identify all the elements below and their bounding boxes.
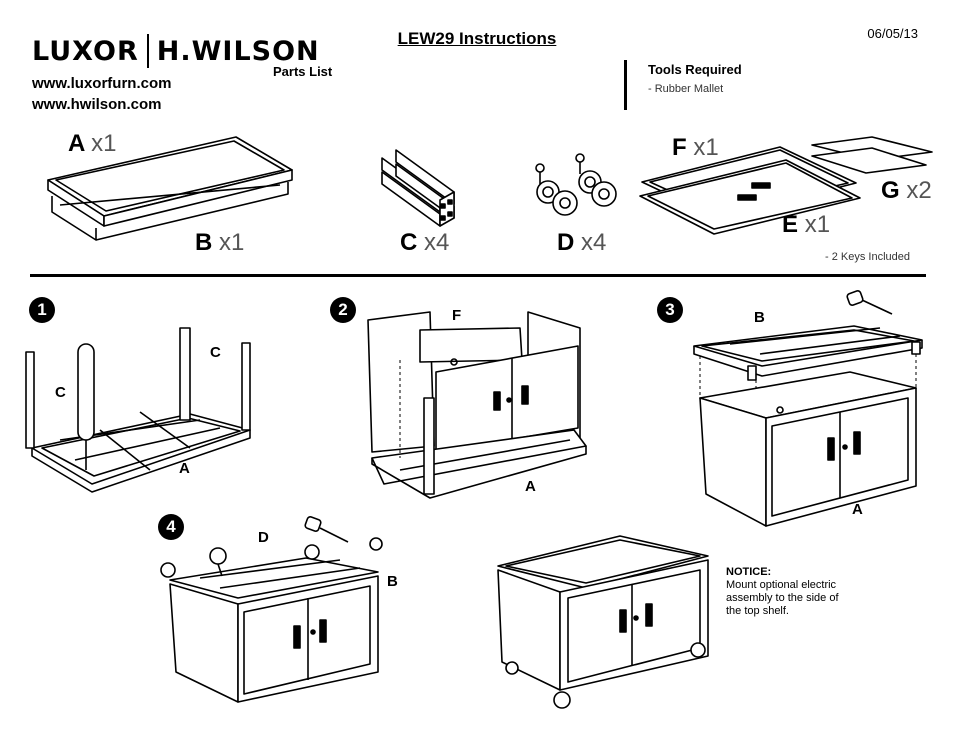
logo-luxor: LUXOR <box>32 35 139 67</box>
tools-heading: Tools Required <box>648 62 742 77</box>
page-title: LEW29 Instructions <box>397 29 557 48</box>
part-label-d: D x4 <box>557 229 606 257</box>
section-divider <box>30 274 926 277</box>
parts-list-heading: Parts List <box>273 64 333 79</box>
step-2-badge: 2 <box>330 297 356 323</box>
part-qty: x1 <box>804 211 831 238</box>
part-label-a: A x1 <box>68 130 116 158</box>
logo-hwilson: H.WILSON <box>156 35 320 67</box>
part-label-c: C x4 <box>400 229 449 257</box>
step-2-label-f: F <box>452 307 462 324</box>
keys-note: - 2 Keys Included <box>825 251 910 263</box>
step-3-label-a: A <box>852 501 863 518</box>
url-luxor[interactable]: www.luxorfurn.com <box>32 75 172 92</box>
part-letter: C <box>400 229 418 256</box>
step-1-label-c: C <box>210 344 221 361</box>
part-qty: x4 <box>581 229 607 256</box>
step-2-label-a: A <box>525 478 536 495</box>
step-1-label-a: A <box>179 460 190 477</box>
part-qty: x1 <box>693 134 719 161</box>
part-label-e: E x1 <box>782 211 830 239</box>
part-label-b: B x1 <box>195 229 244 257</box>
part-letter: A <box>68 130 85 157</box>
tool-item: - Rubber Mallet <box>648 83 724 95</box>
step-3-label-b: B <box>754 309 765 326</box>
step-1-label-c: C <box>55 384 66 401</box>
part-qty: x1 <box>91 130 117 157</box>
logo-divider <box>146 34 149 68</box>
url-hwilson[interactable]: www.hwilson.com <box>32 96 162 113</box>
part-letter: D <box>557 229 575 256</box>
step-3-badge: 3 <box>657 297 683 323</box>
notice-title: NOTICE: <box>726 566 772 578</box>
step-1-badge: 1 <box>29 297 55 323</box>
notice-text: Mount optional electric assembly to the … <box>726 579 839 617</box>
step-4-badge: 4 <box>158 514 184 540</box>
notice-box: NOTICE: Mount optional electric assembly… <box>726 566 856 618</box>
step-4-label-d: D <box>258 529 269 546</box>
part-label-f: F x1 <box>672 134 719 162</box>
step-4-label-b: B <box>387 573 398 590</box>
part-qty: x4 <box>424 229 450 256</box>
tools-divider <box>624 60 627 110</box>
document-date: 06/05/13 <box>867 26 918 41</box>
part-letter: B <box>195 229 213 256</box>
part-letter: E <box>782 211 799 238</box>
part-letter: F <box>672 134 687 161</box>
part-letter: G <box>881 177 900 204</box>
brand-logo: LUXOR H.WILSON <box>32 34 320 68</box>
part-qty: x1 <box>219 229 245 256</box>
part-label-g: G x2 <box>881 177 932 205</box>
part-qty: x2 <box>906 177 932 204</box>
